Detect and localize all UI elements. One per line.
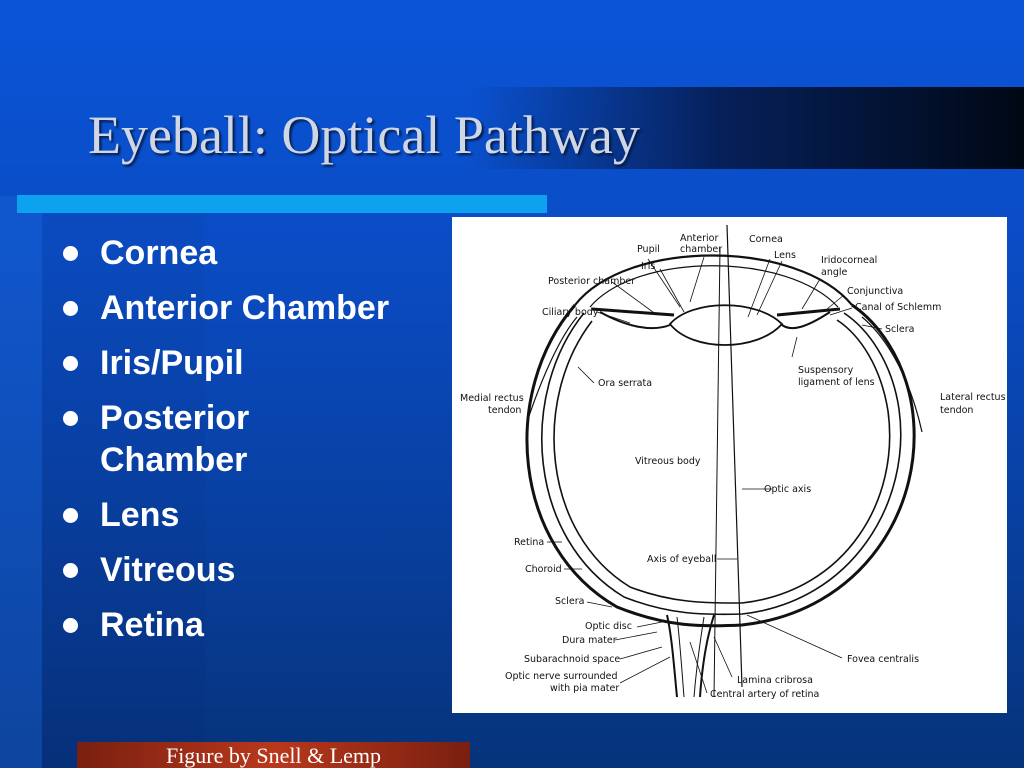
label-dura-mater: Dura mater: [562, 635, 617, 646]
bullet-item: Retina: [62, 604, 452, 646]
label-conjunctiva: Conjunctiva: [847, 286, 903, 297]
cornea-outline: [574, 254, 853, 306]
lateral-rectus-tendon: [861, 316, 923, 433]
bullet-list: Cornea Anterior Chamber Iris/Pupil Poste…: [62, 232, 452, 659]
label-optic-disc: Optic disc: [585, 621, 632, 632]
optic-nerve-right: [699, 614, 715, 698]
bullet-text: Posterior Chamber: [100, 399, 250, 479]
label-lateral-rectus-line2: tendon: [940, 405, 973, 416]
axis-of-eyeball-line: [713, 246, 721, 698]
bullet-item: Lens: [62, 494, 452, 536]
label-sclera-right: Sclera: [885, 324, 914, 335]
optic-nerve-inner-l: [676, 616, 685, 698]
label-pupil: Pupil: [637, 244, 660, 255]
bullet-item: Cornea: [62, 232, 452, 274]
label-anterior-chamber: Anterior: [680, 233, 718, 244]
bullet-text: Lens: [100, 496, 180, 534]
bullet-dot-icon: [63, 618, 78, 633]
label-optic-axis: Optic axis: [764, 484, 811, 495]
bullet-dot-icon: [63, 301, 78, 316]
label-optic-nerve: Optic nerve surrounded: [505, 671, 618, 682]
label-suspensory-ligament-line2: ligament of lens: [798, 377, 875, 388]
bullet-item: Anterior Chamber: [62, 287, 452, 329]
cornea-inner: [589, 265, 839, 308]
label-cornea: Cornea: [749, 234, 783, 245]
label-canal-of-schlemm: Canal of Schlemm: [855, 302, 941, 313]
bullet-text: Vitreous: [100, 551, 236, 589]
label-axis-of-eyeball: Axis of eyeball: [647, 554, 716, 565]
label-lens: Lens: [774, 250, 796, 261]
label-iridocorneal-angle: Iridocorneal: [821, 255, 877, 266]
label-medial-rectus: Medial rectus: [460, 393, 524, 404]
label-vitreous-body: Vitreous body: [635, 456, 701, 467]
eyeball-diagram: Anterior chamber Cornea Pupil Lens Irido…: [452, 217, 1007, 713]
bullet-dot-icon: [63, 411, 78, 426]
bullet-item: Vitreous: [62, 549, 452, 591]
label-iridocorneal-angle-line2: angle: [821, 267, 848, 278]
sclera-outline: [525, 303, 916, 628]
bullet-dot-icon: [63, 508, 78, 523]
label-sclera-left: Sclera: [555, 596, 584, 607]
bullet-dot-icon: [63, 246, 78, 261]
lens-outline: [668, 304, 784, 346]
slide-title: Eyeball: Optical Pathway: [88, 105, 640, 165]
bullet-dot-icon: [63, 563, 78, 578]
label-fovea-centralis: Fovea centralis: [847, 654, 919, 665]
label-central-artery: Central artery of retina: [710, 689, 819, 700]
retina-outline: [553, 319, 891, 604]
label-iris: Iris: [641, 261, 655, 272]
bullet-item: Iris/Pupil: [62, 342, 452, 384]
label-anterior-chamber-line2: chamber: [680, 244, 722, 255]
choroid-outline: [541, 312, 902, 616]
label-ciliary-body: Ciliary body: [542, 307, 599, 318]
optic-nerve-left: [666, 614, 678, 698]
bullet-text: Cornea: [100, 234, 218, 272]
bullet-text: Retina: [100, 606, 204, 644]
label-retina: Retina: [514, 537, 544, 548]
label-optic-nerve-line2: with pia mater: [550, 683, 619, 694]
label-ora-serrata: Ora serrata: [598, 378, 652, 389]
title-underline: [17, 195, 547, 213]
label-lamina-cribrosa: Lamina cribrosa: [737, 675, 813, 686]
figure-caption: Figure by Snell & Lemp: [77, 742, 470, 768]
bullet-dot-icon: [63, 356, 78, 371]
title-dark-bar: [470, 87, 1024, 169]
optic-nerve-inner-r: [693, 616, 705, 698]
bullet-text: Anterior Chamber: [100, 289, 390, 327]
label-medial-rectus-line2: tendon: [488, 405, 521, 416]
iris-right: [776, 307, 841, 317]
optic-axis-line: [726, 224, 743, 688]
bullet-text: Iris/Pupil: [100, 344, 244, 382]
bullet-item: Posterior Chamber: [62, 397, 340, 481]
left-background-stripe: [0, 196, 42, 768]
left-background-band: [0, 196, 205, 768]
ciliary-body-right: [781, 311, 831, 330]
medial-rectus-tendon: [526, 316, 578, 423]
label-suspensory-ligament: Suspensory: [798, 365, 854, 376]
label-posterior-chamber: Posterior chamber: [548, 276, 635, 287]
label-choroid: Choroid: [525, 564, 562, 575]
label-subarachnoid-space: Subarachnoid space: [524, 654, 620, 665]
label-lateral-rectus: Lateral rectus: [940, 392, 1006, 403]
iris-left: [591, 307, 675, 317]
